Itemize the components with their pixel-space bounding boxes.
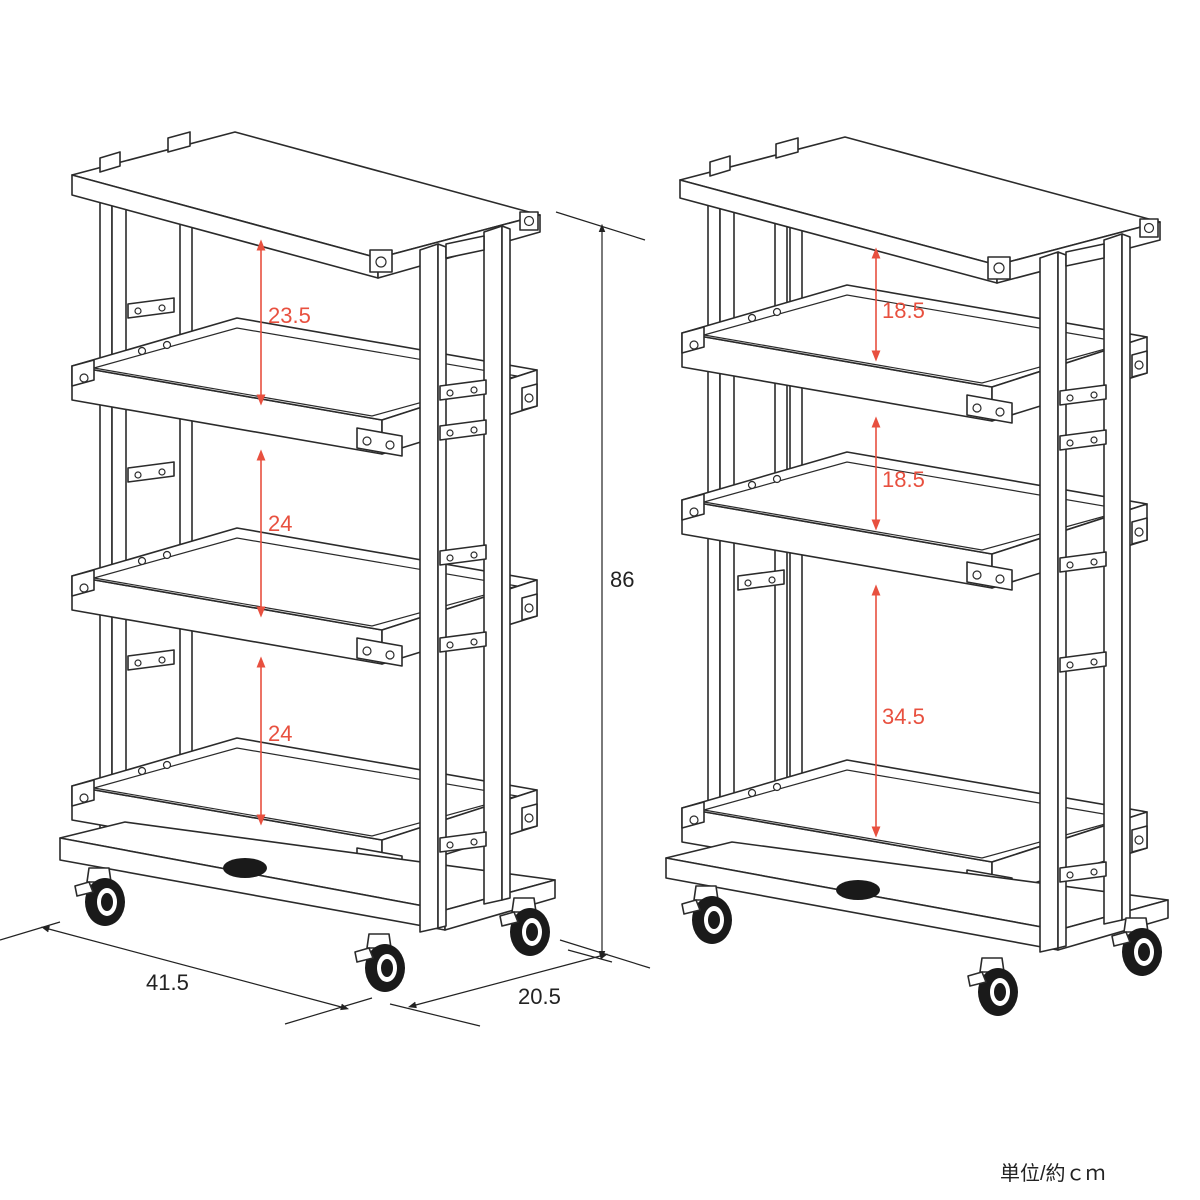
height-dimension-line bbox=[555, 211, 651, 969]
left-back-uprights bbox=[99, 192, 193, 841]
height-label: 86 bbox=[610, 567, 634, 592]
right-gap-label-2: 18.5 bbox=[882, 467, 925, 492]
right-front-uprights bbox=[1039, 233, 1131, 953]
left-front-uprights bbox=[419, 225, 511, 933]
left-gap-label-1: 23.5 bbox=[268, 303, 311, 328]
left-cart-drawing: 23.5 24 24 86 41.5 20.5 bbox=[0, 131, 651, 1027]
unit-label: 単位/約ｃｍ bbox=[1000, 1162, 1106, 1185]
width-label: 41.5 bbox=[146, 970, 189, 995]
right-gap-label-1: 18.5 bbox=[882, 298, 925, 323]
left-gap-label-2: 24 bbox=[268, 511, 292, 536]
left-gap-label-3: 24 bbox=[268, 721, 292, 746]
right-cart-drawing: 18.5 18.5 34.5 bbox=[665, 136, 1169, 1017]
right-gap-label-3: 34.5 bbox=[882, 704, 925, 729]
left-top-shelf bbox=[71, 131, 541, 279]
width-dimension-line bbox=[0, 921, 373, 1025]
depth-label: 20.5 bbox=[518, 984, 561, 1009]
depth-dimension-line bbox=[389, 949, 613, 1027]
